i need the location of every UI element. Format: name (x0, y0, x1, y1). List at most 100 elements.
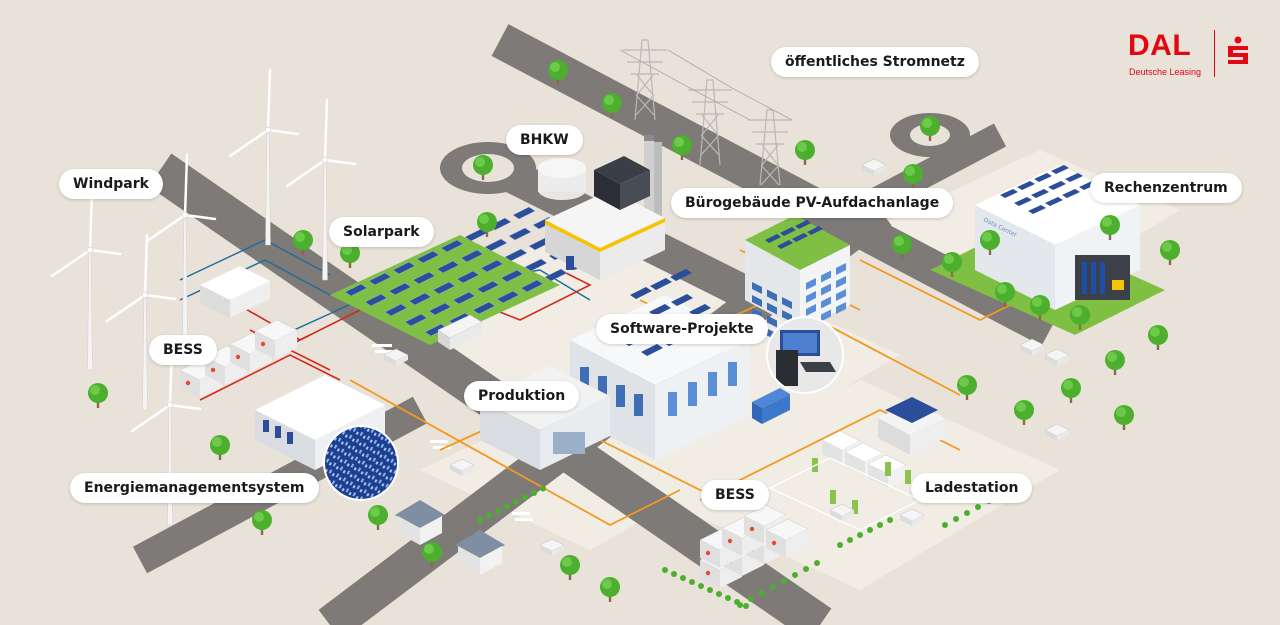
hedge-dot (540, 485, 546, 492)
datacenter-solar-panel (1031, 189, 1049, 198)
tree (368, 505, 388, 530)
hedge-dot (964, 510, 970, 516)
hedge-dot (887, 517, 893, 523)
label-solarpark: Solarpark (329, 217, 434, 247)
office-window (767, 315, 777, 328)
crosswalks (372, 344, 533, 521)
tree (422, 542, 442, 567)
hedge-dot (495, 508, 501, 514)
tree (252, 510, 272, 535)
solar-panel (408, 292, 432, 306)
ev-charger (830, 490, 836, 504)
transmission-pylons (619, 39, 793, 186)
car (1044, 348, 1070, 366)
datacenter-solar-panel (1014, 197, 1032, 206)
pylon (623, 39, 667, 121)
battery-container (254, 319, 298, 359)
office-window (836, 302, 846, 314)
solar-panel (460, 249, 484, 263)
battery-container (765, 518, 809, 558)
hedge-dot (680, 575, 686, 581)
office-window (767, 302, 777, 315)
hedge-dot (662, 567, 668, 573)
production-window (728, 362, 737, 386)
hedge-dot (531, 490, 537, 496)
office-solar-panel (795, 220, 811, 229)
tree (1014, 400, 1034, 425)
trees (88, 60, 1180, 602)
wind-turbine (50, 188, 122, 371)
car (449, 458, 475, 476)
datacenter-solar-panel (1045, 197, 1063, 206)
production-window (634, 394, 643, 416)
production-window (580, 367, 589, 389)
production-solar-panel (689, 304, 711, 316)
car (383, 348, 409, 366)
label-bess-left: BESS (149, 335, 217, 365)
label-energiemanagementsystem: Energiemanagementsystem (70, 473, 319, 503)
hedge-dot (504, 503, 510, 510)
solar-panel (504, 248, 528, 262)
production-window (616, 385, 625, 407)
wind-turbine (228, 68, 300, 246)
tree (88, 383, 108, 408)
label-software-projekte: Software-Projekte (596, 314, 768, 344)
solar-panel (428, 302, 452, 316)
production-window (598, 376, 607, 398)
office-solar-panel (807, 226, 823, 235)
solar-panel (384, 303, 408, 317)
hedge-dot (814, 560, 820, 566)
label-bhkw: BHKW (506, 125, 583, 155)
delivery-truck (752, 388, 790, 424)
office-solar-panel (777, 240, 793, 249)
solar-panel (480, 259, 504, 273)
hedge-dot (867, 527, 873, 533)
car (861, 158, 887, 176)
office-window (836, 276, 846, 288)
hedge-dot (737, 602, 743, 608)
solar-panel (436, 260, 460, 274)
solar-panel (456, 270, 480, 284)
logo-divider (1214, 30, 1215, 77)
tree (892, 234, 912, 259)
hedge-dot (975, 504, 981, 510)
hedge-dot (743, 603, 749, 609)
label-bess-right: BESS (701, 480, 769, 510)
hedge-dot (837, 542, 843, 548)
tree (1105, 350, 1125, 375)
solar-panel (344, 283, 368, 297)
utility-building (200, 266, 270, 318)
hedge-dot (477, 517, 483, 523)
solar-panel (520, 279, 544, 293)
solar-panel (472, 301, 496, 315)
vehicles (383, 158, 1070, 556)
production-solar-panel (650, 278, 672, 290)
tree (795, 140, 815, 165)
solar-panel (508, 227, 532, 241)
datacenter-solar-panel (1034, 173, 1052, 182)
hedge-dot (689, 579, 695, 585)
hedge-dot (803, 566, 809, 572)
label-oeffentliches-stromnetz: öffentliches Stromnetz (771, 47, 979, 77)
tree (980, 230, 1000, 255)
office-window (836, 289, 846, 301)
tree (600, 577, 620, 602)
production-solar-panel (641, 344, 663, 356)
ev-charger (852, 500, 858, 514)
solar-panel (476, 280, 500, 294)
production-solar-panel (671, 294, 693, 306)
wind-turbine (105, 233, 177, 411)
datacenter-solar-panel (1062, 189, 1080, 198)
hedge-dot (877, 522, 883, 528)
datacenter-solar-panel (1065, 173, 1083, 182)
datacenter-solar-panel (1048, 181, 1066, 190)
hedge-dot (770, 584, 776, 590)
solar-panel (404, 313, 428, 327)
production-window (668, 392, 677, 416)
car (899, 508, 925, 526)
hedge-dot (857, 532, 863, 538)
car (829, 503, 855, 521)
hedge-dot (792, 572, 798, 578)
hedge-dot (748, 596, 754, 602)
